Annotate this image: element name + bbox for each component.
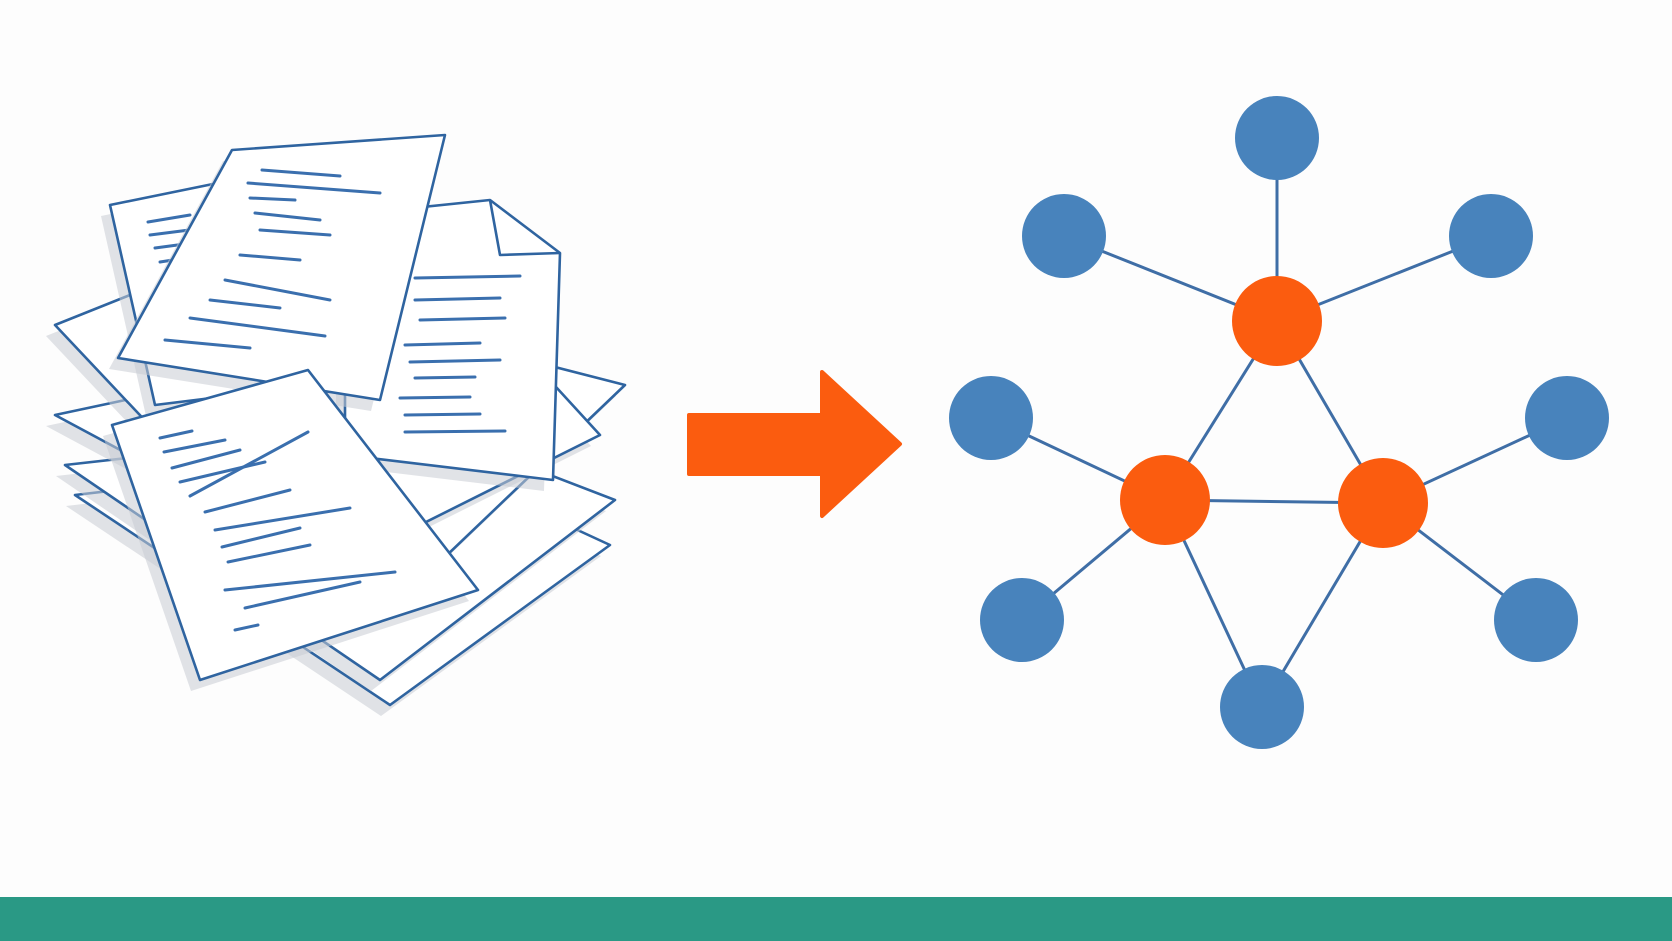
graph-core-node-left (1120, 455, 1210, 545)
doc-text-line (188, 316, 327, 338)
doc-text-line (408, 358, 502, 364)
doc-sheet-top-back (109, 133, 447, 411)
doc-text-line (162, 438, 227, 454)
doc-text-line (203, 488, 292, 514)
doc-text-line (170, 448, 242, 470)
bottom-band (0, 897, 1672, 941)
doc-text-line (233, 623, 260, 632)
doc-page (110, 368, 480, 682)
doc-text-line (403, 412, 482, 417)
graph-node-n-mid-left (949, 376, 1033, 460)
doc-text-line (248, 196, 297, 202)
doc-text-line (413, 375, 477, 380)
doc-text-line (258, 228, 332, 237)
doc-text-line (238, 253, 302, 262)
doc-text-line (413, 296, 502, 302)
doc-text-line (223, 570, 397, 592)
doc-text-line (163, 338, 252, 350)
graph-node-n-upper-left (1022, 194, 1106, 278)
graph-node-n-mid-right (1525, 376, 1609, 460)
doc-text-line (188, 430, 310, 498)
doc-text-line (223, 278, 332, 302)
doc-text-line (413, 274, 522, 280)
doc-text-line (398, 395, 472, 400)
graph-nodes (949, 96, 1609, 749)
doc-text-line (403, 429, 507, 434)
network-graph-icon (949, 96, 1609, 749)
arrow-shape (687, 370, 902, 518)
doc-text-line (260, 168, 342, 178)
doc-text-line (403, 341, 482, 347)
graph-node-n-upper-right (1449, 194, 1533, 278)
doc-text-line (146, 213, 192, 224)
doc-text-line (253, 211, 322, 222)
doc-text-line (158, 429, 194, 440)
graph-core-node-top (1232, 276, 1322, 366)
doc-text-line (226, 543, 312, 564)
doc-text-line (418, 316, 507, 322)
document-stack-icon (46, 133, 627, 716)
graph-node-n-lower-right (1494, 578, 1578, 662)
arrow-right-icon (687, 370, 902, 518)
doc-text-line (213, 506, 352, 532)
graph-core-node-right (1338, 458, 1428, 548)
doc-corner-fold (488, 199, 561, 257)
doc-sheet-front (103, 368, 480, 691)
doc-text-line (208, 298, 282, 310)
graph-node-n-top (1235, 96, 1319, 180)
doc-text-line (243, 580, 362, 610)
graph-node-n-lower-left (980, 578, 1064, 662)
doc-text-line (246, 181, 382, 195)
doc-text-line (220, 526, 302, 549)
graph-node-n-bottom (1220, 665, 1304, 749)
doc-text-line (178, 460, 267, 484)
doc-page (116, 133, 447, 402)
